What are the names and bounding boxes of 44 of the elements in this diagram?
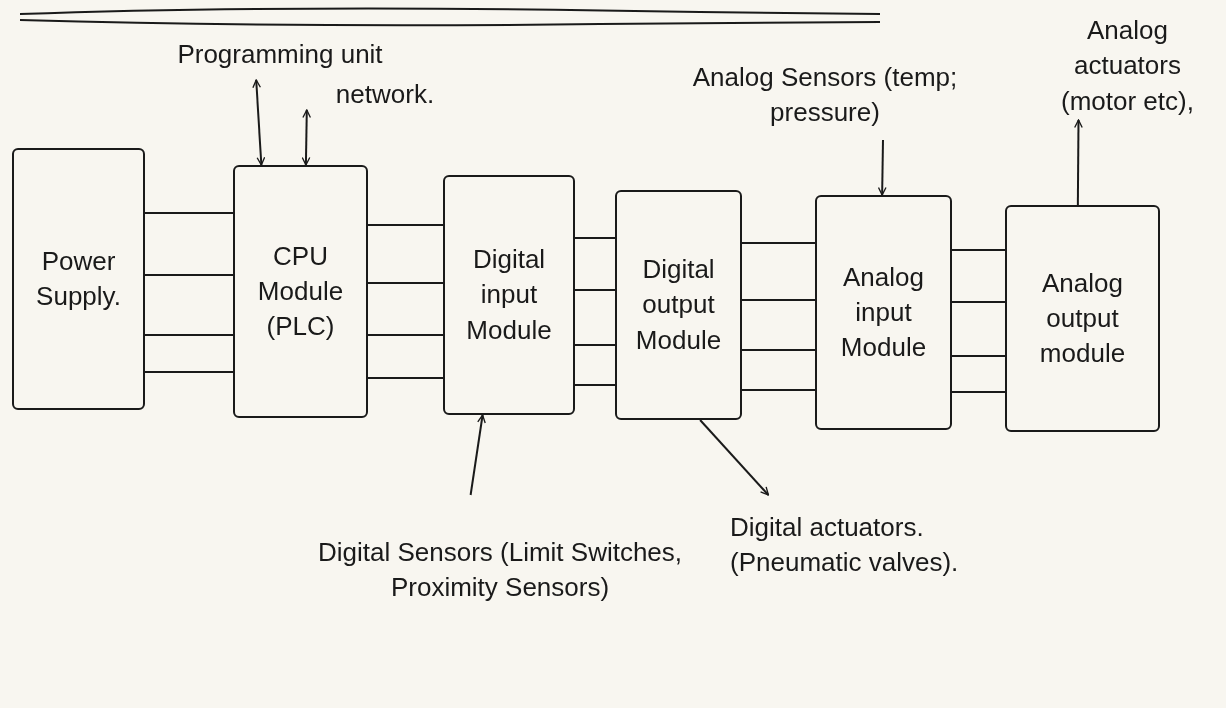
module-box xyxy=(815,195,952,430)
connection-line xyxy=(574,384,616,386)
connection-line xyxy=(574,344,616,346)
arrow xyxy=(469,414,486,496)
connection-line xyxy=(741,389,816,391)
module-box xyxy=(443,175,575,415)
connection-line xyxy=(144,212,234,214)
module-label: Digital input Module xyxy=(465,243,553,347)
arrow xyxy=(877,139,887,196)
arrow xyxy=(301,109,312,166)
device-label: Programming unit xyxy=(177,38,383,72)
connection-line xyxy=(367,377,444,379)
arrow xyxy=(699,419,770,496)
connection-line xyxy=(144,274,234,276)
connection-line xyxy=(367,224,444,226)
module-box xyxy=(233,165,368,418)
connection-line xyxy=(951,301,1006,303)
connection-line xyxy=(951,391,1006,393)
module-label: CPU Module (PLC) xyxy=(256,239,345,344)
connection-line xyxy=(741,299,816,301)
module-label: Digital output Module xyxy=(634,253,723,357)
device-label: Digital Sensors (Limit Switches, Proximity Sensors) xyxy=(316,535,684,604)
connection-line xyxy=(741,242,816,244)
connection-line xyxy=(144,371,234,373)
module-box xyxy=(12,148,145,410)
device-label: Analog Sensors (temp; pressure) xyxy=(691,60,959,129)
connection-line xyxy=(367,282,444,284)
device-label: Digital actuators. (Pneumatic valves). xyxy=(730,510,960,579)
connection-line xyxy=(574,237,616,239)
module-box xyxy=(1005,205,1160,432)
module-label: Analog output module xyxy=(1038,266,1127,371)
connection-line xyxy=(574,289,616,291)
connection-line xyxy=(741,349,816,351)
arrow xyxy=(252,79,266,166)
arrow xyxy=(1074,119,1083,206)
module-label: Analog input Module xyxy=(839,260,928,365)
connection-line xyxy=(951,249,1006,251)
module-box xyxy=(615,190,742,420)
connection-line xyxy=(951,355,1006,357)
connection-line xyxy=(367,334,444,336)
device-label: network. xyxy=(335,78,435,112)
connection-line xyxy=(144,334,234,336)
module-label: Power Supply. xyxy=(35,244,122,313)
device-label: Analog actuators (motor etc), xyxy=(1060,14,1195,118)
